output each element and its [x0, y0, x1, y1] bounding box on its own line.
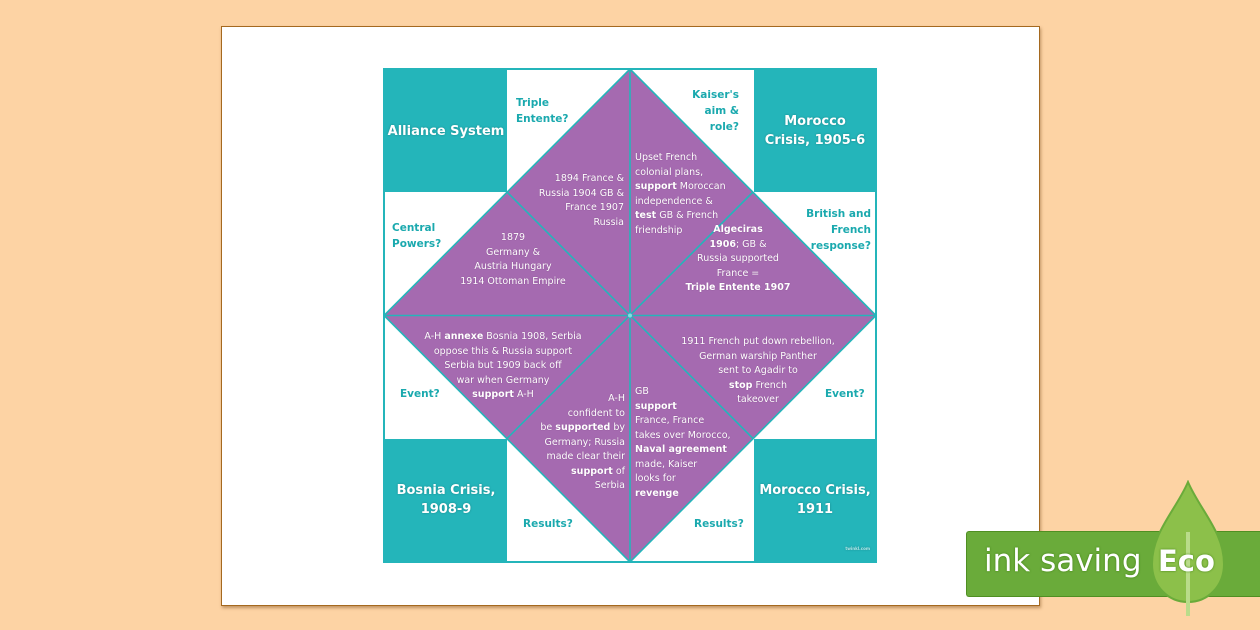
answer-line: France = — [716, 267, 760, 279]
question-event-morocco: Event? — [825, 388, 865, 400]
fortune-teller: Alliance System Morocco Crisis, 1905-6 B… — [383, 68, 877, 563]
corner-label: Morocco Crisis, 1905-6 — [764, 114, 866, 148]
question-central-powers: Central Powers? — [392, 222, 442, 250]
corner-morocco-1911[interactable]: Morocco Crisis, 1911 twinkl.com — [754, 439, 876, 561]
answer-line: support Moroccan — [635, 180, 735, 195]
bold-text: support — [472, 389, 514, 400]
bold-text: support — [635, 181, 677, 192]
answer-line: 1879 — [500, 232, 526, 243]
question-results-bosnia: Results? — [523, 518, 573, 530]
answer-line: support — [635, 400, 745, 415]
bold-text: support — [635, 400, 677, 412]
answer-line: Germany & — [485, 246, 541, 258]
answer-line: sent to Agadir to — [718, 365, 798, 376]
question-triple-entente: Triple Entente? — [516, 97, 569, 125]
answer-line: Algeciras — [673, 223, 803, 238]
eco-label: Eco — [1158, 544, 1215, 578]
answer-bosnia-results: A-H confident to be supported by Germany… — [533, 392, 625, 494]
answer-line: Serbia — [594, 480, 625, 491]
bold-text: test — [635, 210, 657, 221]
answer-line: takeover — [737, 394, 779, 405]
corner-bosnia-crisis[interactable]: Bosnia Crisis, 1908-9 — [385, 439, 507, 561]
answer-british-french-response: Algeciras 1906; GB & Russia supported Fr… — [673, 223, 803, 296]
bold-text: revenge — [635, 487, 679, 499]
leaf-icon — [1150, 480, 1226, 616]
answer-line: test GB & French — [635, 209, 735, 224]
answer-line: 1914 Ottoman Empire — [460, 275, 566, 287]
bold-text: annexe — [444, 331, 484, 342]
question-results-morocco: Results? — [694, 518, 744, 530]
corner-morocco-1905[interactable]: Morocco Crisis, 1905-6 — [754, 70, 876, 192]
eco-badge-text: ink saving — [984, 543, 1142, 579]
answer-line: independence & — [635, 195, 713, 207]
question-event-bosnia: Event? — [400, 388, 440, 400]
bold-text: 1906 — [709, 238, 736, 250]
text: Bosnia 1908, Serbia — [483, 331, 582, 342]
watermark: twinkl.com — [845, 546, 870, 551]
answer-line: war when Germany — [456, 374, 550, 386]
answer-line: 1911 French put down rebellion, — [681, 336, 835, 347]
answer-morocco-results: GB support France, France takes over Mor… — [635, 385, 745, 501]
answer-triple-entente: 1894 France & Russia 1904 GB & France 19… — [538, 173, 624, 228]
answer-line: looks for — [635, 473, 676, 484]
answer-line: friendship — [635, 224, 683, 236]
answer-line: Austria Hungary — [474, 261, 552, 272]
bold-text: Triple Entente 1907 — [685, 282, 791, 293]
answer-bosnia-event: A-H annexe Bosnia 1908, Serbia oppose th… — [408, 330, 598, 403]
answer-line: made clear their — [546, 451, 625, 462]
text: be — [540, 422, 556, 433]
answer-line: Upset French — [635, 152, 698, 163]
answer-line: revenge — [635, 487, 745, 502]
answer-kaisers-aim: Upset French colonial plans, support Mor… — [635, 151, 735, 238]
answer-line: confident to — [567, 407, 625, 419]
bold-text: support — [571, 465, 613, 477]
text: GB & French — [656, 210, 719, 221]
corner-label: Morocco Crisis, 1911 — [759, 483, 871, 517]
answer-line: takes over Morocco, — [635, 429, 731, 441]
bold-text: supported — [555, 422, 611, 433]
text: Moroccan — [676, 181, 726, 192]
answer-central-powers: 1879 Germany & Austria Hungary 1914 Otto… — [438, 231, 588, 289]
answer-line: oppose this & Russia support — [433, 345, 573, 357]
corner-alliance-system[interactable]: Alliance System — [385, 70, 507, 192]
answer-line: France, France — [635, 415, 705, 426]
answer-line: Germany; Russia — [544, 436, 625, 448]
bold-text: Algeciras — [713, 224, 763, 235]
answer-line: GB — [635, 386, 649, 397]
answer-line: colonial plans, — [635, 166, 704, 178]
answer-line: 1906; GB & — [673, 238, 803, 253]
answer-line: Serbia but 1909 back off — [444, 360, 562, 371]
answer-line: Naval agreement — [635, 443, 745, 458]
corner-label: Alliance System — [387, 123, 505, 139]
answer-morocco-event: 1911 French put down rebellion, German w… — [653, 335, 863, 408]
answer-line: A-H annexe Bosnia 1908, Serbia — [408, 330, 598, 345]
center-point — [628, 313, 632, 318]
text: A-H — [513, 389, 534, 400]
question-kaisers-aim: Kaiser's aim & role? — [692, 89, 739, 133]
answer-line: stop French — [653, 379, 863, 394]
text: A-H — [424, 331, 445, 342]
answer-line: Triple Entente 1907 — [673, 281, 803, 296]
bold-text: stop — [728, 379, 753, 391]
answer-line: made, Kaiser — [635, 458, 698, 470]
answer-line: support of — [533, 465, 625, 480]
text: French — [752, 379, 788, 391]
answer-line: be supported by — [533, 421, 625, 436]
answer-line: Russia supported — [697, 253, 779, 264]
question-british-french-response: British and French response? — [806, 208, 871, 252]
answer-line: A-H — [608, 393, 625, 404]
answer-line: support A-H — [408, 388, 598, 403]
text: by — [610, 422, 625, 433]
text: of — [612, 465, 625, 477]
corner-label: Bosnia Crisis, 1908-9 — [396, 483, 496, 517]
bold-text: Naval agreement — [635, 444, 727, 455]
answer-line: German warship Panther — [699, 350, 817, 362]
text: ; GB & — [735, 238, 767, 250]
